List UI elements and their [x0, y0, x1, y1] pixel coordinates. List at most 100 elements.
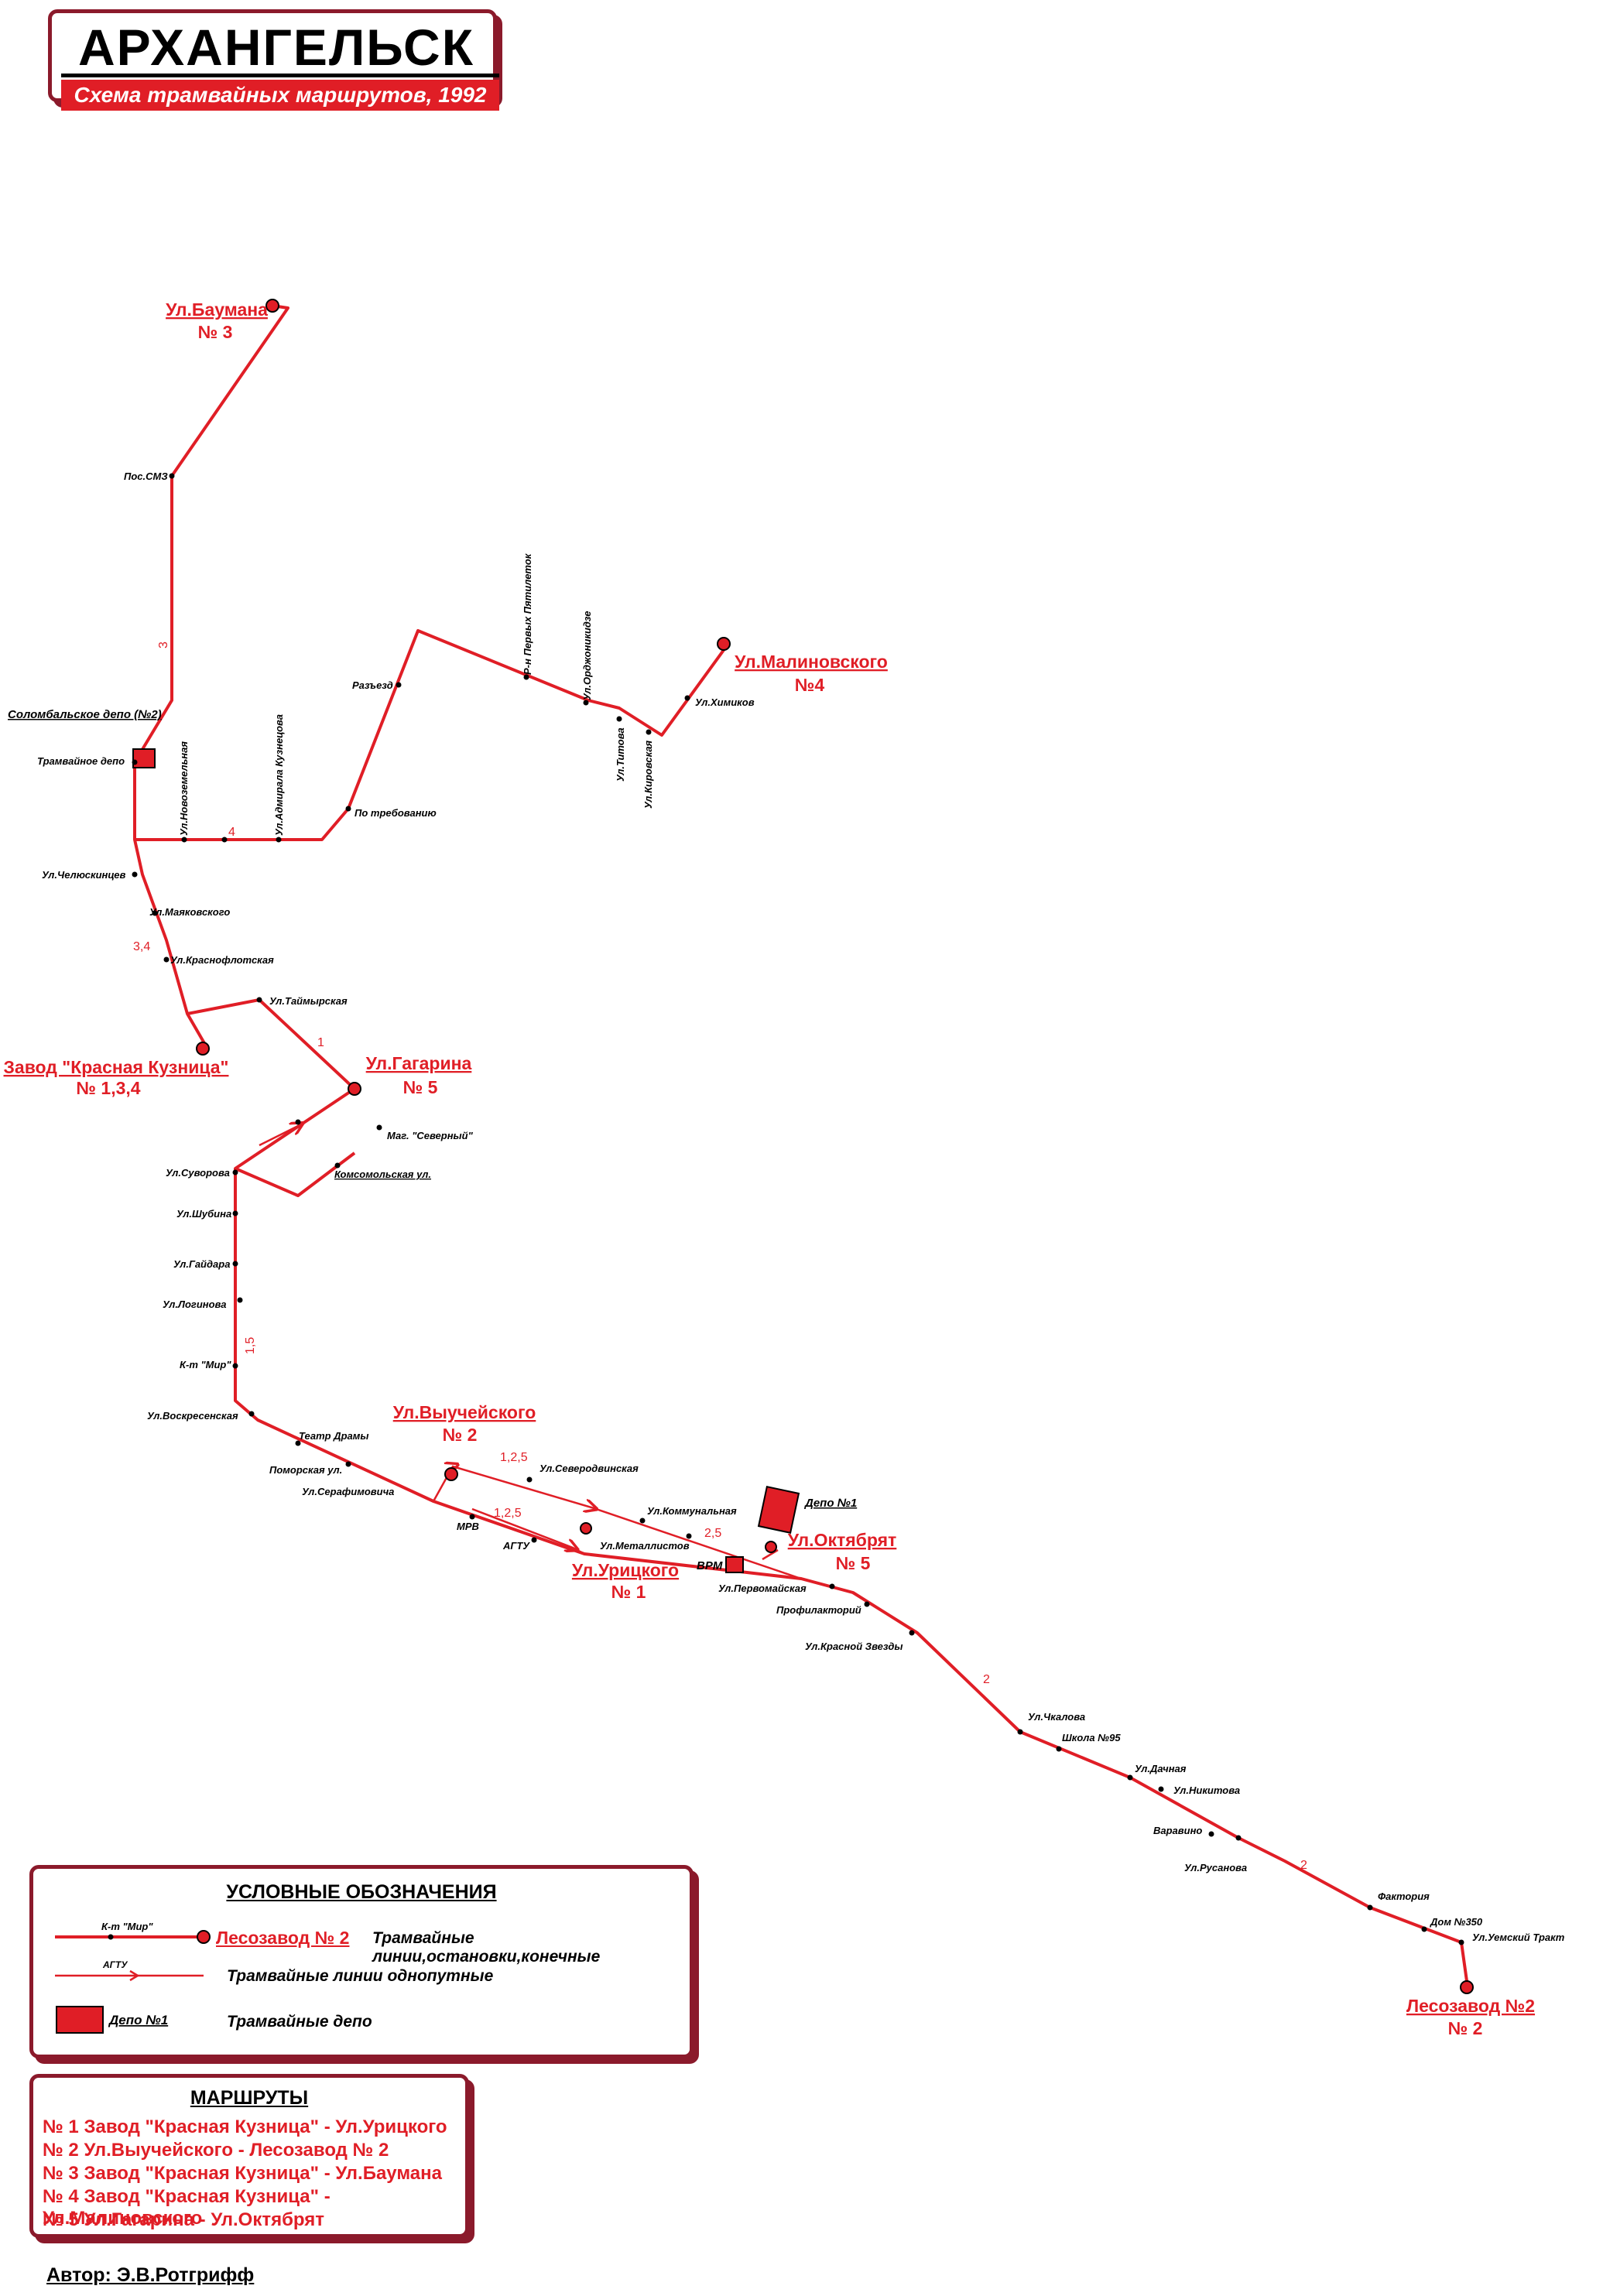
- stop-dot: [1158, 1786, 1164, 1792]
- routes-title: МАРШРУТЫ: [190, 2087, 309, 2109]
- stop-label: Профилакторий: [776, 1604, 861, 1616]
- stop-label: Ул.Русанова: [1184, 1862, 1247, 1873]
- terminus-route: №4: [795, 675, 825, 695]
- terminus-vyucheyskogo: [444, 1467, 458, 1481]
- stop-label: Маг. "Северный": [387, 1130, 474, 1141]
- stop-dot: [232, 1210, 238, 1216]
- stop-dot: [1367, 1904, 1373, 1911]
- stop-dot: [1421, 1926, 1427, 1932]
- stop-dot: [829, 1583, 835, 1589]
- stop-label: Ул.Таймырская: [269, 995, 348, 1007]
- terminus-route: № 2: [1448, 2018, 1483, 2038]
- stop-labels: Пос.СМЗ Ул.Челюскинцев Ул.Маяковского Ул…: [42, 470, 1565, 1943]
- stop-dot: [169, 473, 175, 479]
- stop-dots: [132, 473, 1464, 1945]
- depot-label: ВРМ: [697, 1559, 723, 1572]
- title-underline: [61, 74, 499, 77]
- stop-label: Ул.Чкалова: [1028, 1711, 1085, 1723]
- termini: [196, 299, 1474, 1994]
- depot-1: [757, 1486, 800, 1534]
- stop-label: Ул.Логинова: [163, 1299, 226, 1310]
- stop-label: Ул.Адмирала Кузнецова: [273, 714, 285, 836]
- stop-label: Школа №95: [1062, 1732, 1121, 1743]
- line-vyucheyskogo-loop: [432, 1466, 802, 1580]
- stop-dot: [583, 700, 589, 706]
- stop-dot: [221, 837, 228, 843]
- terminus-lesozavod: [1460, 1980, 1474, 1994]
- terminus-label: Ул.Малиновского: [735, 652, 888, 672]
- stop-label: Ул.Кировская: [642, 740, 654, 809]
- route-item-2: № 2 Ул.Выучейского - Лесозавод № 2: [43, 2140, 389, 2161]
- stop-dot: [295, 1440, 301, 1446]
- stop-label: Ул.Орджоникидзе: [581, 611, 593, 701]
- depot-vrm: [725, 1556, 744, 1573]
- stop-label: Комсомольская ул.: [334, 1169, 431, 1180]
- stop-dot: [163, 956, 170, 963]
- stop-dot: [248, 1411, 255, 1417]
- stop-label: Фактория: [1378, 1891, 1430, 1902]
- line-route-labels: 3 4 3,4 1 1,5 1,2,5 1,2,5 2,5 2 2: [133, 642, 1307, 1872]
- terminus-label: Завод "Красная Кузница": [4, 1057, 229, 1077]
- stop-label: Ул.Дачная: [1135, 1763, 1187, 1774]
- legend-terminus: [197, 1930, 211, 1944]
- stop-dot: [276, 837, 282, 843]
- legend-graphics: К-т "Мир" АГТУ Депо №1: [55, 1921, 211, 2034]
- tram-lines: [133, 304, 1468, 1982]
- legend-lines-desc: Трамвайные линии,остановки,конечные: [372, 1929, 601, 1966]
- stop-dot: [232, 1261, 238, 1267]
- legend-depot-desc: Трамвайные депо: [227, 2013, 372, 2031]
- stop-label: Ул.Красной Звезды: [805, 1641, 903, 1652]
- stop-dot: [334, 1162, 341, 1169]
- route-label: 1,5: [244, 1337, 257, 1354]
- stop-label: Ул.Маяковского: [149, 906, 230, 918]
- legend-oneway-arrow: [129, 1969, 140, 1982]
- stop-label: Поморская ул.: [269, 1464, 342, 1476]
- stop-dot: [237, 1297, 243, 1303]
- stop-dot: [864, 1601, 870, 1607]
- stop-label: Дом №350: [1430, 1916, 1483, 1928]
- legend-title: УСЛОВНЫЕ ОБОЗНАЧЕНИЯ: [226, 1881, 497, 1903]
- map-title: АРХАНГЕЛЬСК: [77, 19, 474, 76]
- terminus-route: № 1: [611, 1582, 646, 1602]
- stop-label: Трамвайное депо: [37, 755, 125, 767]
- terminus-label: Ул.Октябрят: [788, 1530, 897, 1550]
- stop-dot: [1208, 1831, 1214, 1837]
- route-label: 1,2,5: [500, 1451, 528, 1464]
- stop-dot: [152, 910, 158, 916]
- stop-dot: [469, 1514, 475, 1520]
- terminus-route: № 3: [198, 322, 233, 342]
- route-label: 1: [317, 1036, 324, 1049]
- stop-label: МРВ: [457, 1521, 479, 1532]
- stop-dot: [639, 1518, 646, 1524]
- depot-solombala: [132, 748, 156, 768]
- route-label: 2: [983, 1673, 990, 1686]
- depot-labels: Соломбальское депо (№2) Депо №1 ВРМ Трам…: [8, 708, 857, 1572]
- stop-dot: [232, 1169, 238, 1175]
- stop-label: Ул.Серафимовича: [302, 1486, 394, 1497]
- map-subtitle: Схема трамвайных маршрутов, 1992 год: [61, 80, 499, 138]
- terminus-uritskogo: [580, 1522, 592, 1535]
- terminus-route: № 2: [443, 1425, 478, 1445]
- stop-dot: [181, 837, 187, 843]
- stop-label: Театр Драмы: [299, 1430, 368, 1442]
- terminus-oktyabryat: [765, 1541, 777, 1553]
- route-label: 2: [1300, 1859, 1307, 1872]
- stop-dot: [1056, 1746, 1062, 1752]
- legend-panel: УСЛОВНЫЕ ОБОЗНАЧЕНИЯ К-т "Мир" АГТУ Депо…: [29, 1865, 694, 2058]
- terminus-route: № 1,3,4: [76, 1078, 140, 1098]
- route-item-5: № 5 Ул.Гагарина - Ул.Октябрят: [43, 2209, 325, 2230]
- stop-dot: [1127, 1774, 1133, 1781]
- stop-label: Пос.СМЗ: [124, 470, 168, 482]
- stop-dot: [396, 682, 402, 688]
- stop-dot: [132, 759, 138, 765]
- stop-dot: [531, 1537, 537, 1543]
- route-label: 2,5: [704, 1527, 721, 1540]
- route-label: 3,4: [133, 940, 150, 953]
- author-credit: Автор: Э.В.Ротгрифф: [46, 2264, 255, 2286]
- stop-label: К-т "Мир": [180, 1359, 231, 1370]
- stop-label: Ул.Химиков: [695, 696, 755, 708]
- stop-dot: [523, 674, 529, 680]
- stop-dot: [256, 997, 262, 1003]
- stop-label: Ул.Титова: [615, 727, 626, 782]
